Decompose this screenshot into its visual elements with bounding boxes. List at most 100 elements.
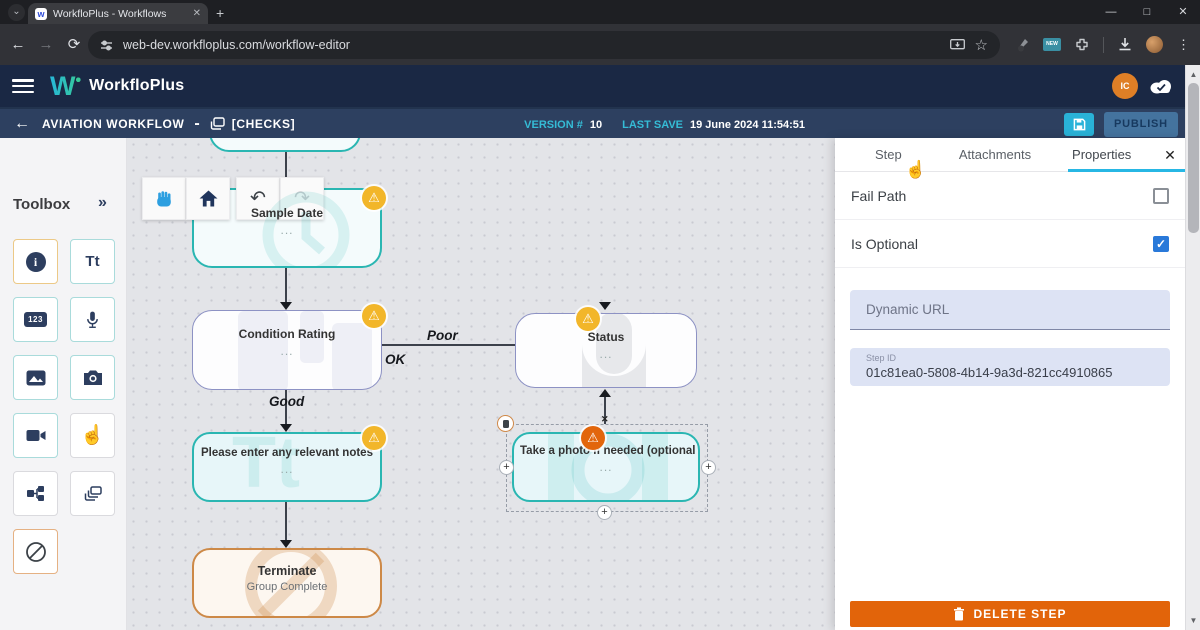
tool-terminate[interactable] (13, 529, 58, 574)
tool-number-input[interactable]: 123 (13, 297, 58, 342)
node-subtitle: ... (599, 347, 613, 361)
active-tab-underline (1068, 169, 1185, 172)
tool-text-input[interactable]: Tt (70, 239, 115, 284)
arrowhead-down (280, 540, 292, 548)
is-optional-checkbox[interactable]: ✓ (1153, 235, 1169, 252)
dynamic-url-input[interactable]: Dynamic URL (850, 290, 1170, 330)
arrowhead-down (280, 302, 292, 310)
save-button[interactable] (1064, 113, 1094, 136)
menu-hamburger-icon[interactable] (12, 79, 34, 93)
page-scrollbar[interactable]: ▲ ▼ (1185, 65, 1200, 630)
reload-button[interactable]: ⟳ (67, 36, 81, 53)
publish-button[interactable]: PUBLISH (1104, 112, 1178, 137)
warning-badge-icon[interactable]: ⚠ (581, 426, 605, 450)
browser-profile-avatar[interactable] (1146, 36, 1163, 53)
workfloplus-logo-icon: W• (50, 70, 82, 101)
new-extension-icon[interactable]: NEW (1043, 38, 1061, 51)
edge-line (285, 268, 287, 302)
address-bar[interactable]: web-dev.workfloplus.com/workflow-editor … (88, 31, 1000, 59)
tool-touch-input[interactable]: ☝ (70, 413, 115, 458)
node-status[interactable]: Status ... (515, 313, 697, 388)
dynamic-url-placeholder: Dynamic URL (866, 302, 950, 317)
mouse-cursor: ☝ (905, 160, 927, 179)
tool-group[interactable] (70, 471, 115, 516)
url-text[interactable]: web-dev.workfloplus.com/workflow-editor (123, 38, 350, 52)
node-title: Status (587, 330, 625, 344)
text-watermark-icon: Tt (232, 432, 300, 502)
tool-photo-capture[interactable] (70, 355, 115, 400)
node-drag-handle[interactable] (497, 415, 514, 432)
node-title: Please enter any relevant notes (201, 447, 373, 459)
browser-tab-bar: ⌄ w WorkfloPlus - Workflows ✕ + — □ ✕ (0, 0, 1200, 24)
tool-image[interactable] (13, 355, 58, 400)
tool-decision[interactable] (13, 471, 58, 516)
connect-handle-bottom[interactable]: + (597, 505, 612, 520)
tab-search-icon[interactable]: ⌄ (8, 4, 25, 21)
send-to-device-icon[interactable] (949, 39, 965, 51)
text-icon: Tt (85, 253, 100, 270)
window-close-button[interactable]: ✕ (1178, 6, 1188, 18)
camera-icon (83, 370, 102, 385)
browser-tab[interactable]: w WorkfloPlus - Workflows ✕ (28, 3, 208, 24)
camera-watermark-icon (548, 434, 668, 500)
home-view-button[interactable] (186, 177, 230, 220)
panel-close-icon[interactable]: ✕ (1164, 146, 1176, 163)
decision-watermark-icon (238, 311, 372, 389)
browser-menu-icon[interactable]: ⋮ (1177, 36, 1190, 52)
tab-close-icon[interactable]: ✕ (192, 8, 201, 19)
step-id-field[interactable]: Step ID 01c81ea0-5808-4b14-9a3d-821cc491… (850, 348, 1170, 386)
node-terminate[interactable]: Terminate Group Complete (192, 548, 382, 618)
workflow-meta: VERSION # 10 LAST SAVE 19 June 2024 11:5… (524, 109, 805, 140)
new-tab-button[interactable]: + (216, 5, 225, 21)
node-relevant-notes[interactable]: Tt Please enter any relevant notes ... (192, 432, 382, 502)
warning-badge-icon[interactable]: ⚠ (362, 186, 386, 210)
arrowhead-down (280, 424, 292, 432)
scroll-up-icon[interactable]: ▲ (1189, 70, 1198, 79)
extensions-puzzle-icon[interactable] (1075, 38, 1089, 52)
window-minimize-button[interactable]: — (1105, 6, 1117, 18)
last-save-value: 19 June 2024 11:54:51 (690, 118, 805, 131)
eyedropper-extension-icon[interactable] (1017, 38, 1029, 52)
warning-badge-icon[interactable]: ⚠ (362, 426, 386, 450)
warning-badge-icon[interactable]: ⚠ (362, 304, 386, 328)
tab-properties[interactable]: Properties (1072, 146, 1132, 162)
connect-handle-right[interactable]: + (701, 460, 716, 475)
node-condition-rating[interactable]: Condition Rating ... (192, 310, 382, 390)
node-partial-top[interactable] (209, 138, 361, 152)
redo-button[interactable]: ↷ (280, 177, 324, 220)
undo-button[interactable]: ↶ (236, 177, 280, 220)
site-info-icon[interactable] (100, 39, 113, 52)
delete-step-button[interactable]: DELETE STEP (850, 601, 1170, 627)
bookmark-star-icon[interactable]: ☆ (974, 37, 988, 54)
node-subtitle: ... (280, 462, 294, 476)
connect-handle-left[interactable]: + (499, 460, 514, 475)
node-take-photo[interactable]: Take a photo if needed (optional st... .… (512, 432, 700, 502)
workflow-back-icon[interactable]: ← (14, 114, 30, 132)
tab-attachments[interactable]: Attachments (958, 146, 1032, 162)
node-sample-date[interactable]: Sample Date ... (192, 188, 382, 268)
workfloplus-favicon-icon: w (35, 7, 47, 20)
downloads-icon[interactable] (1118, 37, 1132, 52)
hand-pan-icon (157, 190, 171, 206)
toolbar-divider (1103, 36, 1104, 53)
tab-step[interactable]: Step (874, 146, 902, 162)
fail-path-checkbox[interactable] (1153, 187, 1169, 204)
toolbox-expand-icon[interactable]: » (98, 194, 107, 211)
connector-x-marker[interactable]: ✕ (601, 414, 609, 424)
workflow-title: Aviation Workflow (42, 116, 185, 131)
pan-tool-button[interactable] (142, 177, 186, 220)
tool-video[interactable] (13, 413, 58, 458)
scrollbar-thumb[interactable] (1188, 83, 1199, 233)
forward-button[interactable]: → (38, 36, 54, 53)
cloud-sync-icon[interactable] (1148, 77, 1174, 95)
user-avatar[interactable]: IC (1112, 73, 1138, 99)
warning-badge-icon[interactable]: ⚠ (576, 307, 600, 331)
home-icon (199, 190, 217, 207)
tool-dictation[interactable] (70, 297, 115, 342)
tool-information[interactable]: i (13, 239, 58, 284)
clock-watermark-icon (262, 191, 350, 266)
scroll-down-icon[interactable]: ▼ (1189, 616, 1198, 625)
window-maximize-button[interactable]: □ (1143, 6, 1151, 18)
back-button[interactable]: ← (10, 36, 26, 53)
